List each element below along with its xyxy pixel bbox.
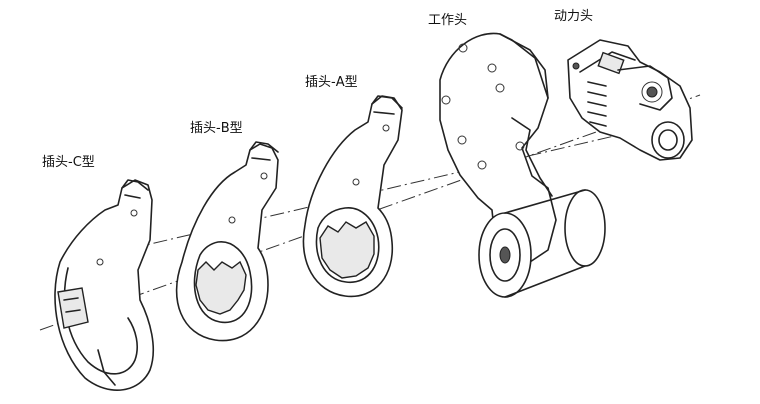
a-type-adapter <box>302 95 403 298</box>
power-head <box>567 39 693 161</box>
c-type-adapter <box>54 179 154 391</box>
label-c-type: 插头-C型 <box>42 155 95 170</box>
label-work-head: 工作头 <box>428 13 468 28</box>
b-type-adapter <box>175 141 279 342</box>
label-a-type: 插头-A型 <box>305 75 358 90</box>
label-power-head: 动力头 <box>554 9 594 24</box>
work-head <box>439 32 606 298</box>
label-b-type: 插头-B型 <box>190 121 243 136</box>
upper-axis-line <box>39 94 701 331</box>
